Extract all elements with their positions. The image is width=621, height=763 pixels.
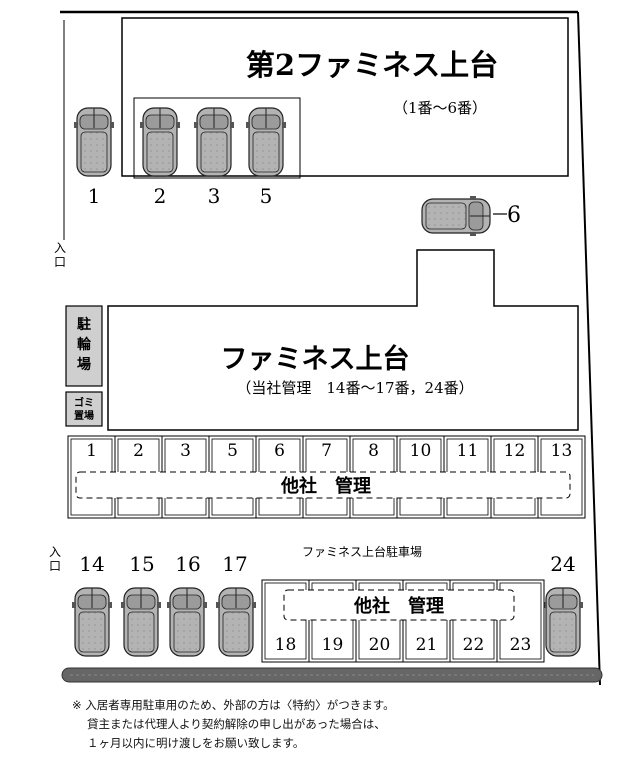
slot-number: 7 — [321, 441, 332, 461]
car-icon — [139, 107, 181, 177]
car-icon — [73, 107, 115, 177]
slot-number: 13 — [551, 441, 573, 461]
car-icon — [120, 587, 162, 657]
slot-number: 23 — [510, 635, 532, 655]
space-label: 16 — [175, 552, 200, 576]
parking-slot-inner — [358, 582, 401, 660]
building-b-sub: （当社管理 14番～17番，24番） — [236, 379, 473, 397]
other-mgmt-label-row: 他社 管理 — [280, 475, 371, 497]
bike-parking-label: 輪 — [77, 336, 92, 353]
car-icon — [166, 587, 208, 657]
car-icon — [193, 107, 235, 177]
car-icon — [71, 587, 113, 657]
slot-number: 11 — [457, 441, 479, 461]
other-mgmt-label-bottom: 他社 管理 — [353, 595, 444, 617]
space-label: 17 — [222, 552, 247, 576]
slot-number: 18 — [275, 635, 297, 655]
slot-number: 21 — [416, 635, 438, 655]
building-b — [107, 249, 579, 431]
car-icon — [215, 587, 257, 657]
parking-frame-top — [133, 97, 301, 179]
slot-number: 20 — [369, 635, 391, 655]
space-label: 3 — [208, 184, 221, 208]
bike-parking-label: 駐 — [77, 316, 91, 333]
space-label: 2 — [154, 184, 167, 208]
parking-slot-inner — [499, 582, 542, 660]
svg-text:口: 口 — [49, 559, 61, 573]
parking-slot-inner — [405, 582, 448, 660]
road — [61, 667, 603, 683]
note-line-2: 貸主または代理人より契約解除の申し出があった場合は、 — [87, 717, 386, 731]
building-b-name: ファミネス上台 — [221, 343, 410, 375]
note-line-3: １ヶ月以内に明け渡しをお願い致します。 — [87, 736, 305, 750]
parking-slot-inner — [452, 582, 495, 660]
note-line-1: ※ 入居者専用駐車用のため、外部の方は〈特約〉がつきます。 — [72, 698, 395, 712]
slot-number: 5 — [227, 441, 238, 461]
slot-number: 12 — [504, 441, 526, 461]
slot-number: 22 — [463, 635, 485, 655]
space-label-6: 6 — [507, 203, 521, 228]
garbage-label: ゴミ — [74, 396, 94, 409]
slot-number: 19 — [322, 635, 344, 655]
parking-map: 第2ファミネス上台 （1番～6番） 1 2 3 5 6 入 口 入 口 ファミネ… — [49, 10, 603, 686]
lot-border — [60, 10, 601, 686]
car-icon — [421, 195, 491, 237]
slot-number: 1 — [86, 441, 97, 461]
space-label: 5 — [260, 184, 273, 208]
svg-text:入: 入 — [49, 545, 61, 559]
building-a — [121, 17, 569, 177]
garbage-area — [65, 391, 103, 427]
bike-parking — [65, 305, 103, 387]
svg-text:入: 入 — [54, 241, 66, 255]
space-label: 1 — [88, 184, 101, 208]
entrance-bottom: 入 口 — [49, 545, 61, 573]
slot-number: 10 — [410, 441, 432, 461]
space-label: 15 — [129, 552, 154, 576]
space-label: 24 — [550, 552, 575, 576]
building-a-sub: （1番～6番） — [393, 99, 487, 117]
entrance-top: 入 口 — [54, 241, 66, 269]
lot-title: ファミネス上台駐車場 — [302, 544, 422, 559]
space-label: 14 — [79, 552, 104, 576]
garbage-label: 置場 — [74, 409, 94, 422]
svg-text:口: 口 — [54, 255, 66, 269]
slot-number: 3 — [180, 441, 191, 461]
other-mgmt-dashed-row — [75, 471, 571, 499]
slot-number: 2 — [133, 441, 144, 461]
car-icon — [245, 107, 287, 177]
slot-number: 6 — [274, 441, 285, 461]
car-icon — [542, 587, 584, 657]
bike-parking-label: 場 — [77, 356, 91, 373]
slot-number: 8 — [368, 441, 379, 461]
parking-slot-inner — [264, 582, 307, 660]
building-a-name: 第2ファミネス上台 — [246, 48, 498, 82]
other-mgmt-dashed-bottom — [283, 589, 515, 621]
parking-slot-inner — [311, 582, 354, 660]
